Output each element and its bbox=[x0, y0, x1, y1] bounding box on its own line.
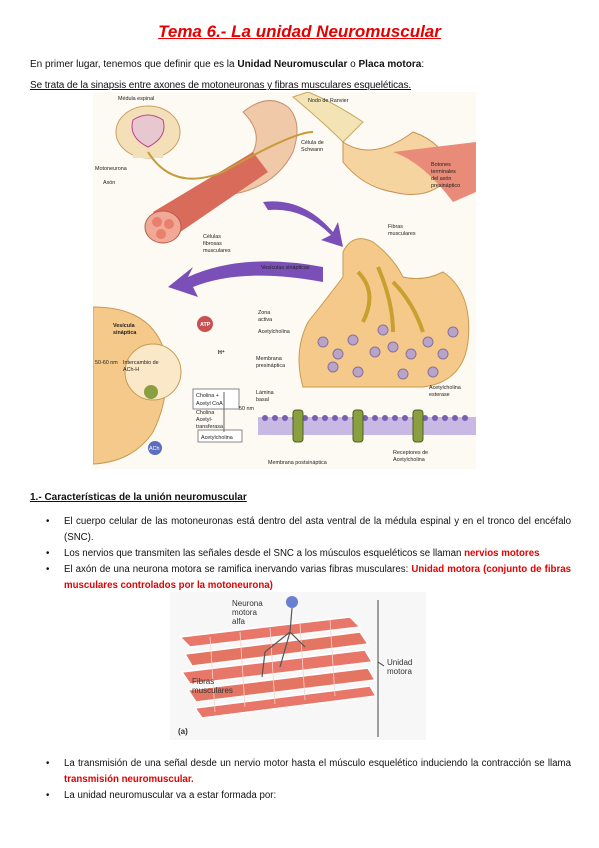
lbl-cholina-1: Cholina + bbox=[196, 393, 219, 399]
motor-neuron-illustration bbox=[261, 596, 306, 678]
lbl-unidad-2: motora bbox=[387, 667, 412, 676]
intro-paragraph: En primer lugar, tenemos que definir que… bbox=[30, 59, 425, 70]
muscle-bundle-illustration bbox=[144, 152, 268, 244]
lbl-acetil: Acetylcholina bbox=[258, 329, 290, 335]
lbl-transf-2: Acetyl- bbox=[196, 417, 213, 423]
bullet-icon: • bbox=[46, 516, 50, 527]
lbl-receptores-2: Acetylcholina bbox=[393, 457, 425, 463]
lbl-schwann-2: Schwann bbox=[301, 147, 323, 153]
postsynaptic-membrane-illustration bbox=[258, 409, 476, 443]
term-placa-motora: Placa motora bbox=[358, 59, 422, 70]
lbl-transf-1: Cholina bbox=[196, 410, 214, 416]
bullet-icon: • bbox=[46, 790, 50, 801]
lbl-botones-2: terminales bbox=[431, 169, 456, 175]
lbl-nm1: 50-60 nm bbox=[95, 360, 118, 366]
motor-unit-bracket bbox=[377, 600, 385, 737]
lbl-receptores-1: Receptores de bbox=[393, 450, 428, 456]
lbl-celulas-3: musculares bbox=[203, 248, 231, 254]
lbl-fibras-2: musculares bbox=[388, 231, 416, 237]
section-heading: 1.- Características de la unión neuromus… bbox=[30, 492, 247, 503]
neuromuscular-junction-figure: Médula espinal Motoneurona Axón Células … bbox=[93, 92, 476, 469]
lbl-lamina-2: basal bbox=[256, 397, 269, 403]
lbl-axon: Axón bbox=[103, 180, 115, 186]
lbl-nm2: 50 nm bbox=[239, 406, 254, 412]
synaptic-vesicle-illustration bbox=[93, 306, 213, 465]
lbl-membrana-1: Membrana bbox=[256, 356, 282, 362]
lbl-medula: Médula espinal bbox=[118, 96, 154, 102]
motor-unit-figure: Neurona motora alfa Unidad motora Fibras… bbox=[170, 592, 426, 740]
definition-paragraph: Se trata de la sinapsis entre axones de … bbox=[30, 80, 412, 91]
lbl-neurona-2: motora bbox=[232, 608, 257, 617]
list-item: • La transmisión de una señal desde un n… bbox=[46, 758, 571, 785]
lbl-acetylbox: Acetylcholina bbox=[201, 435, 233, 441]
term-unidad-neuromuscular: Unidad Neuromuscular bbox=[237, 59, 348, 70]
lbl-hplus: H⁺ bbox=[218, 350, 225, 356]
lbl-ach: ACh bbox=[149, 446, 160, 452]
spinal-cord-illustration bbox=[115, 105, 181, 159]
page-title: Tema 6.- La unidad Neuromuscular bbox=[158, 22, 441, 41]
lbl-celulas-1: Células bbox=[203, 234, 221, 240]
bullet-icon: • bbox=[46, 548, 50, 559]
lbl-botones-4: presináptico bbox=[431, 183, 460, 189]
figure-caption: (a) bbox=[178, 727, 188, 736]
lbl-celulas-2: fibrosas bbox=[203, 241, 222, 247]
lbl-nodo: Nodo de Ranvier bbox=[308, 98, 349, 104]
bullet-icon: • bbox=[46, 564, 50, 575]
lbl-esterase-1: Acetylcholina bbox=[429, 385, 461, 391]
lbl-vesicula-2: sináptica bbox=[113, 330, 137, 336]
lbl-schwann-1: Célula de bbox=[301, 140, 324, 146]
lbl-esterase-2: esterase bbox=[429, 392, 450, 398]
lbl-motoneurona: Motoneurona bbox=[95, 166, 127, 172]
bullet-icon: • bbox=[46, 758, 50, 769]
synaptic-terminal-illustration bbox=[298, 238, 470, 388]
lbl-zona-2: activa bbox=[258, 317, 272, 323]
lbl-fibras-1: Fibras bbox=[388, 224, 403, 230]
zoom-arrow-small bbox=[263, 201, 343, 247]
lbl-postsin: Membrana postsináptica bbox=[268, 460, 327, 466]
lbl-vesiculas: Vesículas sinápticas bbox=[261, 265, 310, 271]
list-item: • La unidad neuromuscular va a estar for… bbox=[46, 788, 571, 804]
lbl-cholina-2: Acetyl CoA bbox=[196, 401, 223, 407]
lbl-botones-3: del axón bbox=[431, 176, 451, 182]
list-item: • Los nervios que transmiten las señales… bbox=[46, 546, 571, 562]
lbl-zona-1: Zona bbox=[258, 310, 270, 316]
nerve-terminal-illustration bbox=[291, 92, 476, 202]
zoom-arrow bbox=[168, 261, 323, 297]
muscle-fibers-illustration bbox=[178, 616, 378, 719]
lbl-intercambio-2: ACh-H bbox=[123, 367, 139, 373]
lbl-atp: ATP bbox=[200, 322, 211, 328]
lbl-botones-1: Botones bbox=[431, 162, 451, 168]
lbl-fibras-2: musculares bbox=[192, 686, 233, 695]
list-item: • El cuerpo celular de las motoneuronas … bbox=[46, 516, 571, 543]
lbl-transf-3: transferasa bbox=[196, 424, 223, 430]
lbl-lamina-1: Lámina bbox=[256, 390, 274, 396]
lbl-neurona-1: Neurona bbox=[232, 599, 263, 608]
lbl-vesicula-1: Vesícula bbox=[113, 323, 136, 329]
lbl-intercambio-1: Intercambio de bbox=[123, 360, 159, 366]
list-item: • El axón de una neurona motora se ramif… bbox=[46, 564, 571, 591]
lbl-unidad-1: Unidad bbox=[387, 658, 412, 667]
lbl-neurona-3: alfa bbox=[232, 617, 245, 626]
lbl-membrana-2: presináptica bbox=[256, 363, 285, 369]
lbl-fibras-1: Fibras bbox=[192, 677, 214, 686]
